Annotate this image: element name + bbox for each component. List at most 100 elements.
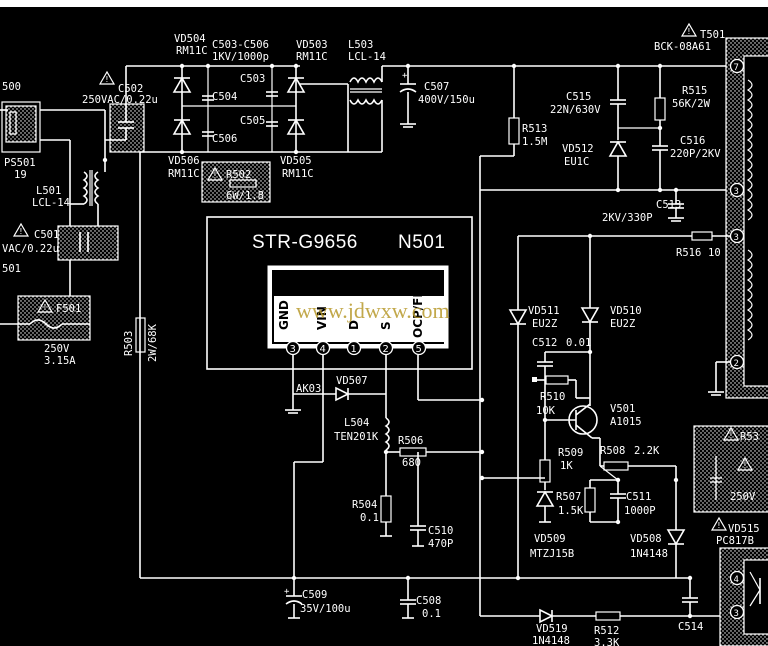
l503-c507: L503 LCL-14 + C507 400V/150u [300,39,735,153]
bridge-rectifier: VD504 RM11C C503-C506 1KV/1000p VD503 RM… [126,33,328,578]
label-r503-val: 2W/68K [147,323,159,362]
label-c514: C514 [678,621,703,633]
svg-text:!: ! [105,75,110,84]
label-c501: C501 [34,229,59,241]
label-c511-val: 1000P [624,505,656,517]
ps501-box [1,101,41,153]
label-c504: C504 [212,91,237,103]
ic-pin-label-d: D [347,320,361,330]
label-l504-val: TEN201K [334,431,379,443]
feedback-network: VD511 EU2Z VD510 EU2Z C512 0.01 R510 10K [508,236,686,581]
svg-text:!: ! [213,171,218,180]
label-vd510-val: EU2Z [610,318,635,330]
label-l501: L501 [36,185,61,197]
ic-pin-num: 2 [383,344,389,355]
label-v501-val: A1015 [610,416,642,428]
label-c501-val: VAC/0.22u [2,243,59,255]
label-c5xx-val: 250V [730,491,756,503]
label-c509-val: 35V/100u [300,603,351,615]
label-c510-val: 470P [428,538,453,550]
ic-pin-label-gnd: GND [277,300,291,330]
label-r503: R503 [123,331,135,356]
label-c503-506: C503-C506 [212,39,269,51]
warning-icon [680,22,698,37]
label-c512: C512 [532,337,557,349]
ps501-body [5,105,37,143]
label-c503: C503 [240,73,265,85]
svg-text:!: ! [687,27,692,36]
label-c512-val: 0.01 [566,337,591,349]
label-vd511-val: EU2Z [532,318,557,330]
ic-pin-num: 4 [320,344,326,355]
label-r516-val: 10 [708,247,721,259]
label-r512-val: 3.3K [594,637,620,646]
label-f501-a: 3.15A [44,355,76,367]
label-r515-val: 56K/2W [672,98,711,110]
input-section: 500 PS501 19 L501 LCL-14 C501 VAC/0.22u … [0,81,119,367]
label-c513-val: 2KV/330P [602,212,653,224]
c502: ! C502 250VAC/0.22u [82,66,158,153]
label-c507-val: 400V/150u [418,94,475,106]
top-border [0,0,768,7]
label-c511: C511 [626,491,651,503]
label-c507: C507 [424,81,449,93]
label-c513: C513 [656,199,681,211]
ic-part-number: STR-G9656 [252,232,358,253]
svg-text:!: ! [717,521,722,530]
label-vd504: VD504 [174,33,206,45]
label-c509: C509 [302,589,327,601]
pc817-pin4: 4 [734,575,739,585]
label-vd503: VD503 [296,39,328,51]
label-r509-val: 1K [560,460,573,472]
label-vd508-val: 1N4148 [630,548,668,560]
t501-pin2: 2 [734,359,739,369]
t501-transformer: ! T501 BCK-08A61 7 3 3 2 [654,22,768,399]
label-l503: L503 [348,39,373,51]
label-r506-val: 680 [402,457,421,469]
label-r504: R504 [352,499,377,511]
label-c501-tail: 501 [2,263,21,275]
label-vd511: VD511 [528,305,560,317]
warning-icon [36,298,54,313]
label-r507-val: 1.5K [558,505,584,517]
label-c506: C506 [212,133,237,145]
label-vd504-val: RM11C [176,45,208,57]
label-r510-val: 10K [536,405,556,417]
label-r513-val: 1.5M [522,136,547,148]
label-c502-val: 250VAC/0.22u [82,94,158,106]
svg-text:!: ! [729,431,734,440]
label-v501: V501 [610,403,635,415]
label-c516: C516 [680,135,705,147]
ic-pin-num: 1 [351,344,357,355]
label-vd509: VD509 [534,533,566,545]
warning-icon [12,222,30,237]
label-t501: T501 [700,29,725,41]
label-r513: R513 [522,123,547,135]
svg-text:!: ! [43,303,48,312]
svg-text:!: ! [743,461,748,470]
svg-text:+: + [402,71,408,81]
label-vd506: VD506 [168,155,200,167]
label-vd507: VD507 [336,375,368,387]
r503: R503 2W/68K [123,317,159,362]
ic-lower-network: AK03 VD507 L504 TEN201K R504 0.1 R506 68… [140,355,690,620]
label-ps501-val: 19 [14,169,27,181]
label-vd512-val: EU1C [564,156,589,168]
label-vd515-val: PC817B [716,535,754,547]
watermark: www.jdwxw.com [296,298,450,323]
t501-pin3a: 3 [734,187,739,197]
label-vd503-val: RM11C [296,51,328,63]
label-vd512: VD512 [562,143,594,155]
label-r512: R512 [594,625,619,637]
label-r508: R508 [600,445,625,457]
r516: R516 10 [518,231,730,259]
label-r53x: R53 [740,431,759,443]
warning-icon [206,166,224,181]
ic-ref: N501 [398,232,445,253]
label-c516-val: 220P/2KV [670,148,721,160]
label-vd519: VD519 [536,623,568,635]
f501-box [17,295,91,341]
bottom-feedback: VD519 1N4148 R512 3.3K C514 [480,575,735,646]
right-blocks: ! R53 ! 250V ! VD515 PC817B 4 3 [693,425,768,646]
label-r504-val: 0.1 [360,512,379,524]
